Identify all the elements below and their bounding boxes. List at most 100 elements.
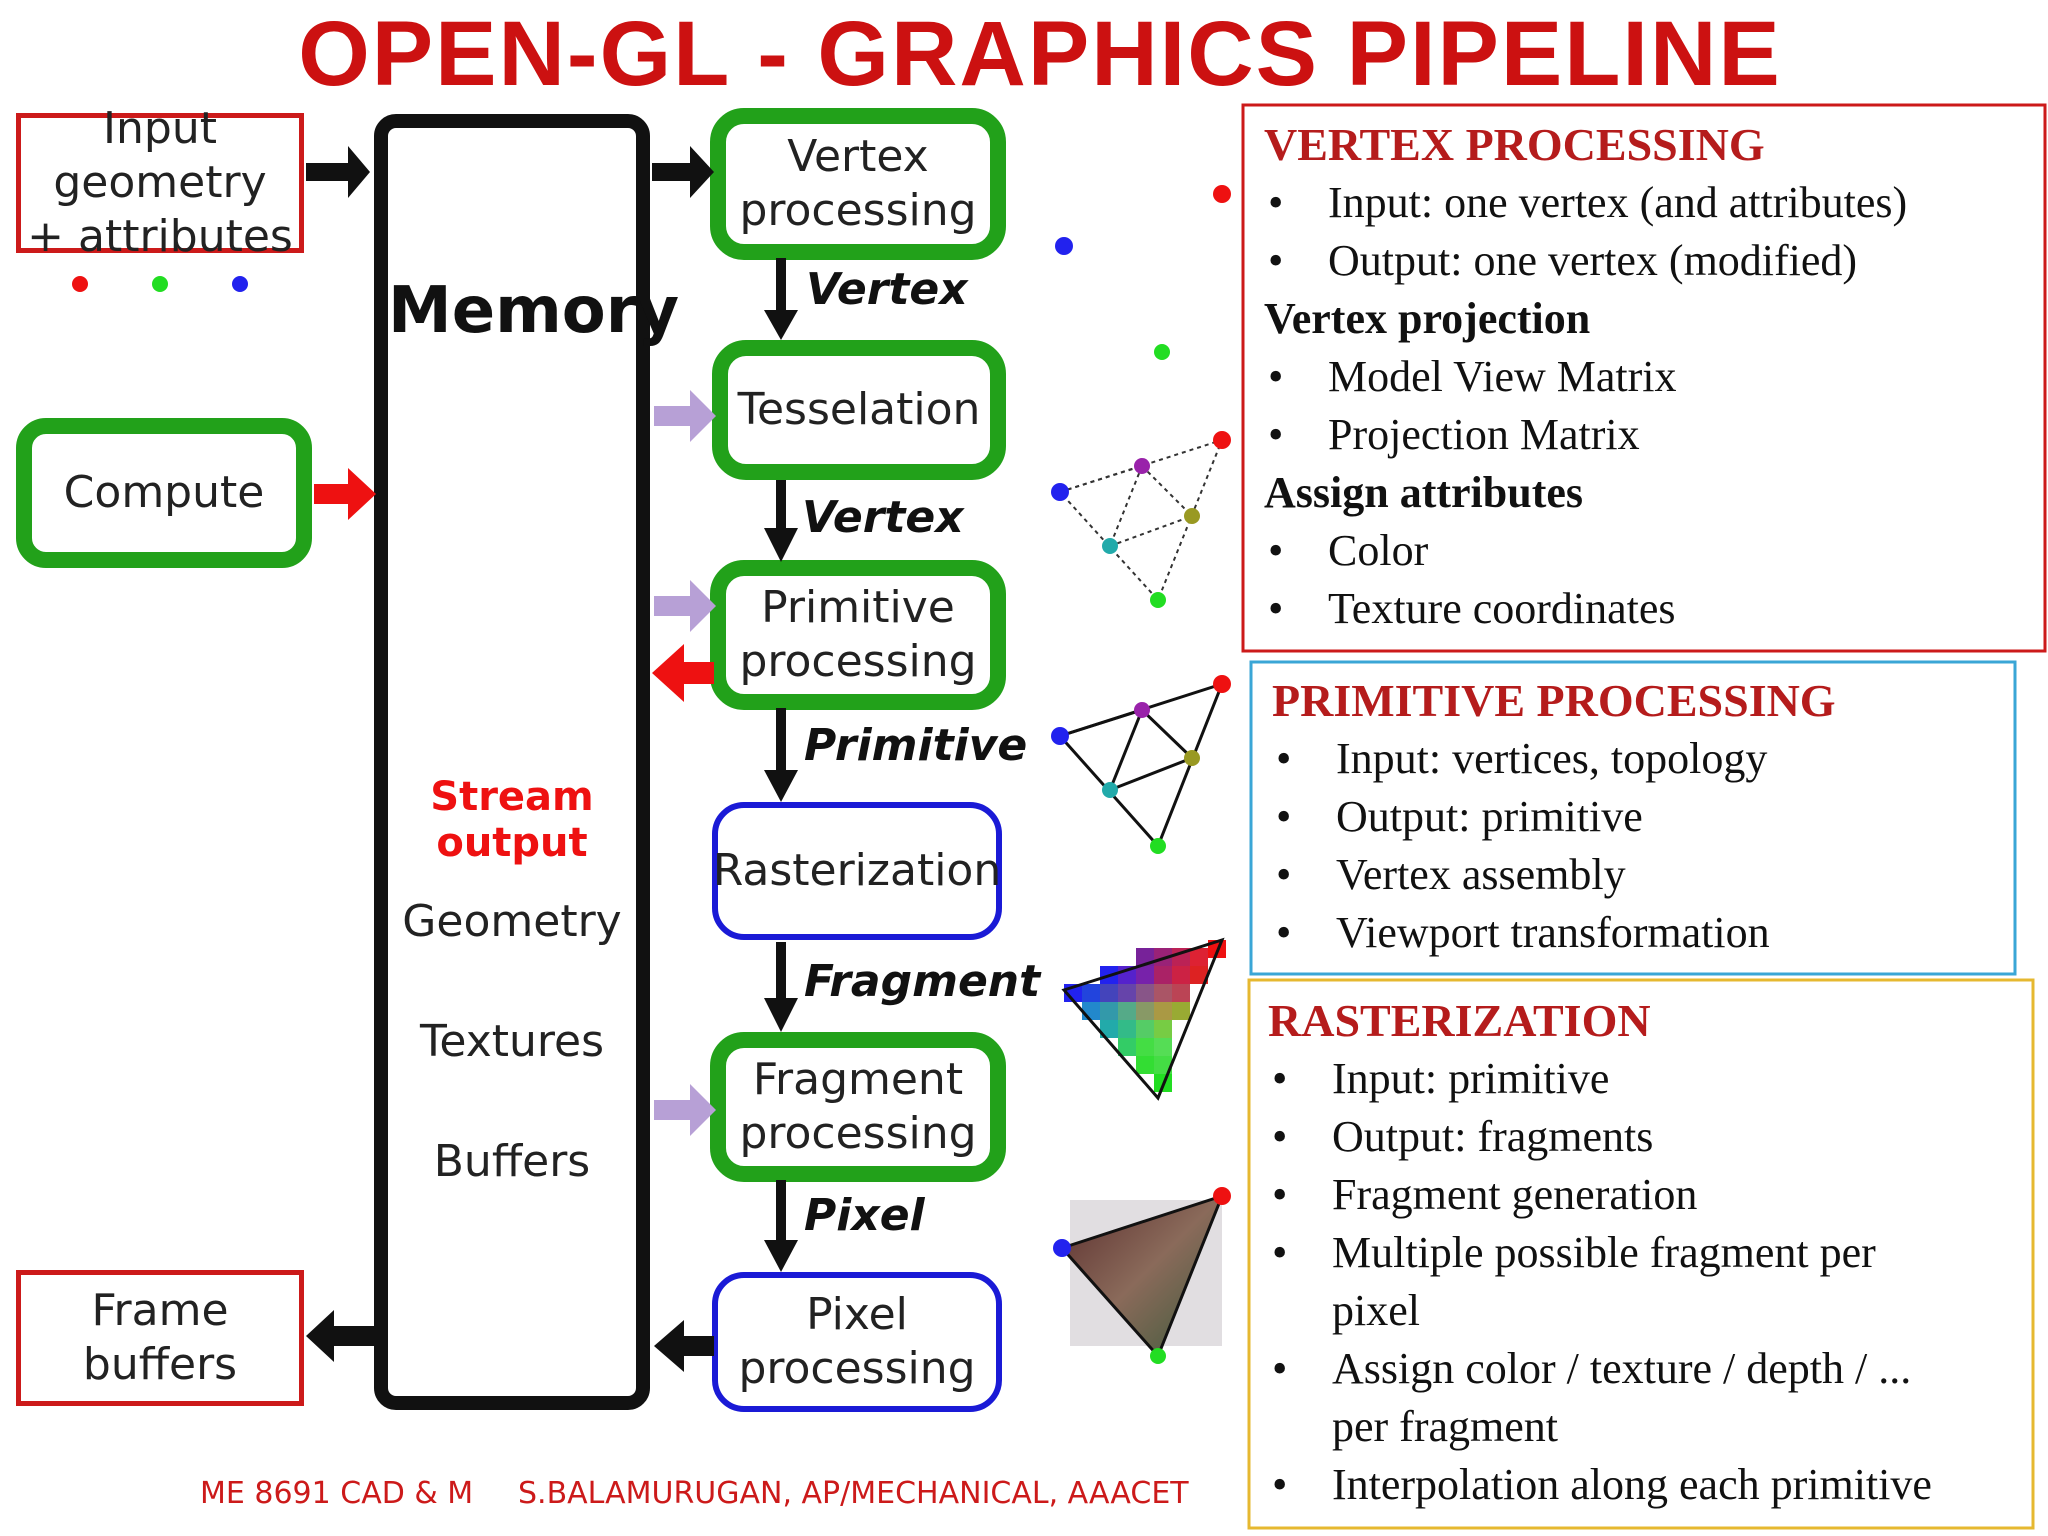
stage-pixel-processing: Pixel processing — [712, 1272, 1002, 1412]
arrow-compute-to-memory — [314, 468, 376, 520]
panel-primitive-item: •Output: primitive — [1272, 788, 2008, 846]
stage-primitive-line2: processing — [739, 636, 977, 687]
bullet-icon: • — [1268, 352, 1284, 401]
flow-label-pixel: Pixel — [804, 1190, 925, 1241]
input-geometry-box: Input geometry + attributes — [16, 103, 304, 262]
panel-primitive-processing: PRIMITIVE PROCESSING •Input: vertices, t… — [1272, 672, 2008, 962]
arrow-memory-to-tesselation — [654, 390, 716, 442]
illustration-vertices — [1055, 185, 1231, 360]
stage-vertex-processing: Vertex processing — [710, 108, 1006, 260]
flow-arrow-5 — [764, 1180, 798, 1272]
bullet-icon: • — [1268, 526, 1284, 575]
panel-vertex-item: •Projection Matrix — [1264, 406, 2034, 464]
arrow-pixel-to-memory — [654, 1320, 714, 1372]
bullet-icon: • — [1272, 1344, 1288, 1393]
stage-tesselation-label: Tesselation — [737, 384, 981, 435]
arrow-memory-to-primitive — [654, 580, 716, 632]
panel-vertex-item: •Color — [1264, 522, 2034, 580]
panel-primitive-item: •Viewport transformation — [1272, 904, 2008, 962]
panel-vertex-item: •Model View Matrix — [1264, 348, 2034, 406]
bullet-icon: • — [1268, 584, 1284, 633]
panel-vertex-processing: VERTEX PROCESSING •Input: one vertex (an… — [1264, 116, 2034, 638]
stage-vertex-line2: processing — [739, 185, 977, 236]
frame-buffers-label: Frame buffers — [82, 1285, 238, 1390]
stage-rasterization-label: Rasterization — [712, 845, 1002, 896]
flow-arrow-4 — [764, 942, 798, 1032]
panel-rasterization-item: •Output: fragments — [1268, 1108, 2008, 1166]
bullet-icon: • — [1272, 1170, 1288, 1219]
flow-arrow-3 — [764, 708, 798, 802]
panel-vertex-item: •Texture coordinates — [1264, 580, 2034, 638]
input-geometry-line1: Input geometry — [53, 103, 267, 208]
arrow-memory-to-framebuffers — [306, 1310, 376, 1362]
bullet-icon: • — [1272, 1228, 1288, 1277]
illustration-solid-mesh-points — [1051, 675, 1231, 854]
footer-course: ME 8691 CAD & M — [200, 1476, 474, 1511]
bullet-icon: • — [1268, 410, 1284, 459]
illustration-textured-triangle — [1053, 1187, 1231, 1364]
bullet-icon: • — [1276, 734, 1292, 783]
memory-item-buffers: Buffers — [433, 1136, 591, 1187]
flow-label-vertex-1: Vertex — [806, 264, 968, 315]
arrow-input-to-memory — [306, 146, 370, 198]
stage-vertex-line1: Vertex — [787, 131, 929, 182]
stream-output-label: Stream output — [430, 774, 594, 866]
panel-rasterization-item: •Fragment generation — [1268, 1166, 2008, 1224]
bullet-icon: • — [1272, 1460, 1288, 1509]
panel-rasterization-item: •Input: primitive — [1268, 1050, 2008, 1108]
bullet-icon: • — [1276, 792, 1292, 841]
illustration-dotted-mesh-points — [1051, 431, 1231, 608]
memory-item-geometry: Geometry — [402, 896, 622, 947]
panel-vertex-heading: VERTEX PROCESSING — [1264, 119, 1765, 170]
memory-block: Memory Stream output Geometry Textures B… — [374, 114, 680, 1410]
flow-label-vertex-2: Vertex — [802, 492, 964, 543]
stage-pixel-line1: Pixel — [806, 1289, 908, 1340]
arrow-stream-output — [652, 644, 714, 702]
stage-tesselation: Tesselation — [712, 340, 1006, 480]
panel-primitive-border — [1249, 660, 2017, 976]
memory-title: Memory — [388, 274, 680, 348]
panel-rasterization-item: •Interpolation along each primitive — [1268, 1456, 2008, 1514]
bullet-icon: • — [1276, 850, 1292, 899]
stage-primitive-line1: Primitive — [761, 582, 955, 633]
panel-primitive-item: •Input: vertices, topology — [1272, 730, 2008, 788]
panel-rasterization-item: •Multiple possible fragment per pixel — [1268, 1224, 1972, 1340]
bullet-icon: • — [1268, 178, 1284, 227]
flow-arrow-2 — [764, 480, 798, 562]
compute-box: Compute — [16, 418, 312, 568]
panel-rasterization-item: •Assign color / texture / depth / ... pe… — [1268, 1340, 1972, 1456]
flow-arrows — [764, 258, 798, 1272]
memory-item-textures: Textures — [420, 1016, 604, 1067]
panel-primitive-item: •Vertex assembly — [1272, 846, 2008, 904]
flow-label-primitive: Primitive — [804, 720, 1028, 771]
footer-author: S.BALAMURUGAN, AP/MECHANICAL, AAACET — [518, 1476, 1189, 1511]
panel-rasterization-border — [1247, 978, 2035, 1530]
panel-primitive-heading: PRIMITIVE PROCESSING — [1272, 675, 1836, 726]
bullet-icon: • — [1272, 1112, 1288, 1161]
frame-buffers-box: Frame buffers — [16, 1270, 304, 1406]
input-vertex-dots — [72, 276, 248, 292]
bullet-icon: • — [1272, 1054, 1288, 1103]
stage-pixel-line2: processing — [738, 1343, 976, 1394]
panel-vertex-subheading-attributes: Assign attributes — [1264, 468, 1584, 517]
arrow-memory-to-fragment — [654, 1084, 716, 1136]
arrow-memory-to-vertex — [652, 146, 714, 198]
stage-rasterization: Rasterization — [712, 802, 1002, 940]
illustration-fragments — [1061, 937, 1226, 1101]
page-title: OPEN-GL - GRAPHICS PIPELINE — [298, 3, 1782, 105]
panel-vertex-item: •Output: one vertex (modified) — [1264, 232, 2034, 290]
panel-vertex-border — [1241, 103, 2047, 653]
input-geometry-line2: + attributes — [27, 211, 293, 262]
panel-rasterization-heading: RASTERIZATION — [1268, 995, 1651, 1046]
panel-rasterization: RASTERIZATION •Input: primitive •Output:… — [1268, 992, 2008, 1514]
flow-label-fragment: Fragment — [804, 956, 1041, 1007]
bullet-icon: • — [1268, 236, 1284, 285]
compute-label: Compute — [63, 467, 265, 518]
stage-fragment-line2: processing — [739, 1108, 977, 1159]
flow-arrow-1 — [764, 258, 798, 340]
panel-vertex-item: •Input: one vertex (and attributes) — [1264, 174, 2034, 232]
stage-fragment-line1: Fragment — [752, 1054, 964, 1105]
panel-vertex-subheading-projection: Vertex projection — [1264, 294, 1591, 343]
bullet-icon: • — [1276, 908, 1292, 957]
